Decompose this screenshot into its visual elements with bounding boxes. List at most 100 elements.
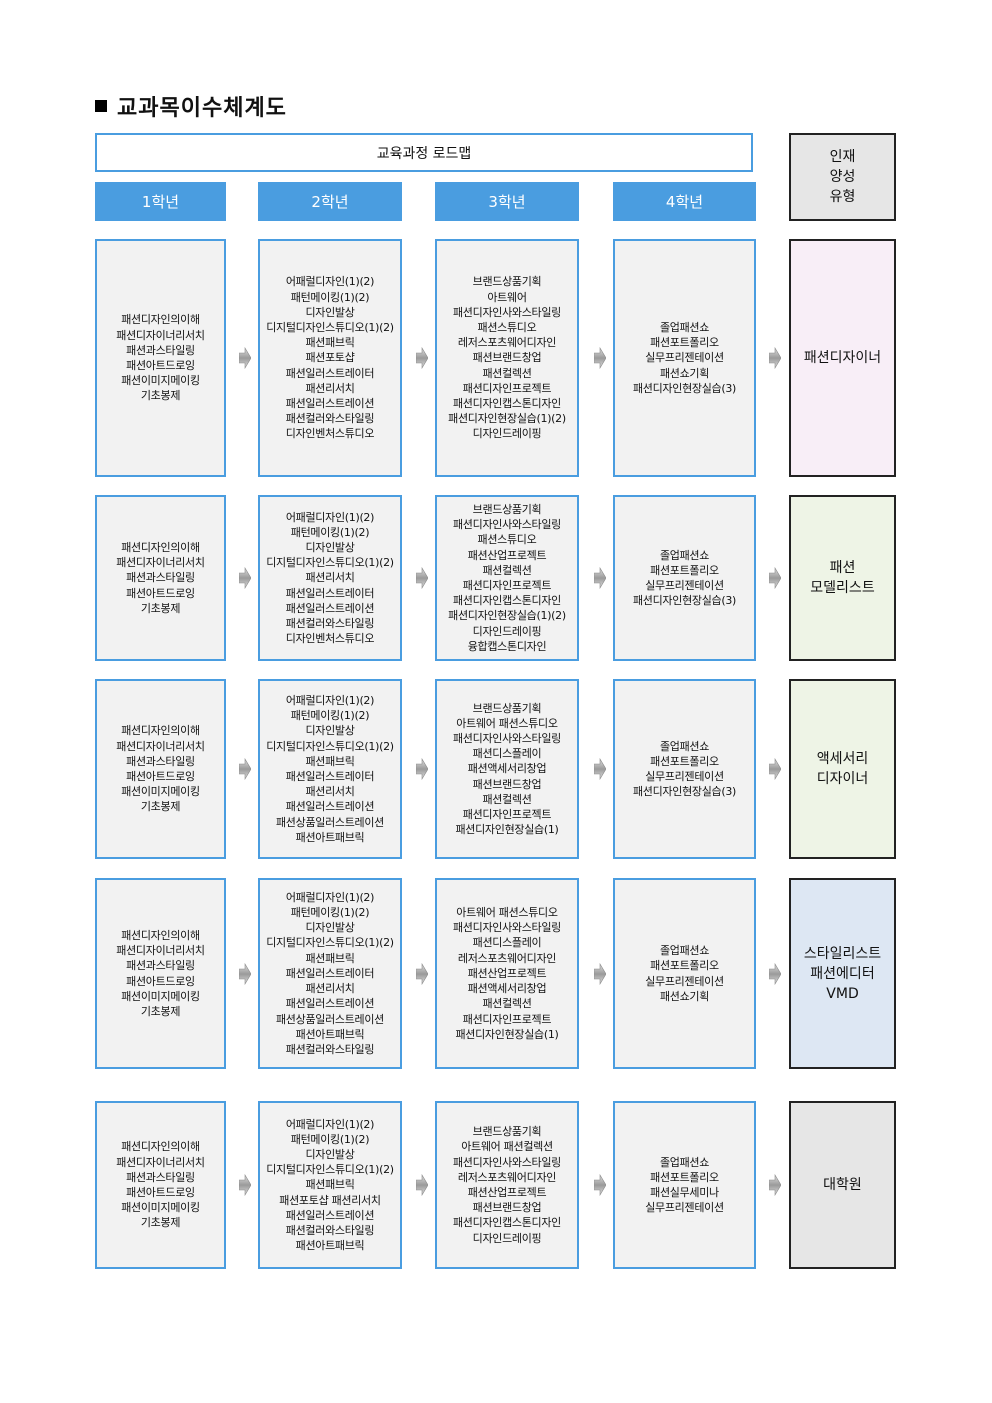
course-item: 패션포트폴리오 [650, 1170, 719, 1184]
course-item: 패턴메이킹(1)(2) [290, 1132, 370, 1146]
course-item: 레저스포츠웨어디자인 [457, 1170, 557, 1184]
course-item: 패션아트패브릭 [295, 830, 365, 844]
course-item: 디자인발상 [305, 921, 355, 935]
course-item: 디자인벤처스튜디오 [285, 427, 375, 441]
course-item: 브랜드상품기획 [472, 502, 542, 516]
course-item: 졸업패션쇼 [659, 320, 710, 334]
course-item: 패션리서치 [305, 571, 355, 585]
course-item: 패션패브릭 [305, 1178, 355, 1192]
course-item: 레저스포츠웨어디자인 [457, 336, 557, 350]
course-item: 패션디자이너리서치 [116, 328, 205, 342]
course-item: 패션디자인사와스타일링 [452, 305, 562, 319]
course-item: 패션디자이너리서치 [116, 556, 205, 570]
talent-type-box-2: 패션 모델리스트 [789, 495, 896, 661]
course-item: 아트웨어 패션컬렉션 [461, 1140, 553, 1154]
course-item: 패션컬러와스타일링 [285, 1042, 375, 1056]
page-title: 교과목이수체계도 [95, 91, 287, 121]
course-item: 패션컬렉션 [482, 997, 532, 1011]
arrow-right-icon [239, 962, 251, 985]
course-item: 패션디자인프로젝트 [462, 1012, 552, 1026]
course-item: 패션쇼기획 [659, 366, 710, 380]
course-item: 패턴메이킹(1)(2) [290, 525, 370, 539]
course-item: 패션리서치 [305, 381, 355, 395]
course-item: 패션패브릭 [305, 754, 355, 768]
course-item: 패션디자이너리서치 [116, 739, 205, 753]
course-item: 패션디자인프로젝트 [462, 381, 552, 395]
course-item: 아트웨어 패션스튜디오 [456, 716, 558, 730]
course-item: 졸업패션쇼 [659, 1155, 710, 1169]
course-item: 패션산업프로젝트 [467, 966, 547, 980]
arrow-right-icon [769, 567, 781, 589]
course-item: 패션포트폴리오 [650, 754, 719, 768]
course-item: 기초봉제 [140, 1004, 181, 1018]
course-item: 패션과스타일링 [126, 571, 195, 585]
arrow-right-icon [239, 1174, 251, 1196]
arrow-right-icon [594, 1174, 606, 1196]
arrow-right-icon [416, 567, 428, 589]
course-item: 실무프리젠테이션 [645, 351, 724, 365]
course-item: 패션일러스트레이션 [285, 1208, 375, 1222]
course-item: 패션일러스트레이터 [285, 770, 375, 783]
arrow-right-icon [416, 962, 428, 985]
course-item: 패션포토샵 [305, 351, 355, 365]
course-item: 패션디자인사와스타일링 [452, 518, 562, 532]
course-item: 패션액세서리창업 [467, 982, 547, 996]
course-item: 패션컬러와스타일링 [285, 412, 375, 426]
course-item: 패션포토샵 패션리서치 [279, 1193, 381, 1207]
course-item: 패션브랜드창업 [472, 351, 542, 365]
course-item: 패션디자인사와스타일링 [452, 1155, 562, 1169]
course-item: 기초봉제 [140, 800, 181, 814]
course-item: 패턴메이킹(1)(2) [290, 709, 370, 723]
course-item: 패션디자인현장실습(3) [632, 594, 737, 608]
course-item: 어패럴디자인(1)(2) [285, 275, 375, 289]
course-item: 패션과스타일링 [126, 959, 195, 973]
course-item: 디자인발상 [305, 540, 355, 554]
course-item: 브랜드상품기획 [472, 1125, 542, 1139]
talent-type-box-4: 스타일리스트 패션에디터 VMD [789, 878, 896, 1069]
course-item: 어패럴디자인(1)(2) [285, 890, 375, 904]
course-item: 디지털디자인스튜디오(1)(2) [266, 1163, 394, 1177]
course-item: 패션아트드로잉 [126, 974, 195, 988]
course-item: 패션디자인프로젝트 [462, 579, 552, 592]
course-item: 디자인벤처스튜디오 [285, 632, 375, 646]
course-item: 실무프리젠테이션 [645, 974, 724, 988]
course-item: 패션디자인현장실습(1) [455, 1027, 559, 1041]
arrow-right-icon [769, 1174, 781, 1196]
year-header-2: 2학년 [258, 182, 402, 221]
course-item: 패션포트폴리오 [650, 336, 719, 350]
arrow-right-icon [769, 962, 781, 985]
course-item: 패션과스타일링 [126, 754, 195, 768]
course-item: 디자인드레이핑 [472, 624, 542, 638]
roadmap-label: 교육과정 로드맵 [376, 145, 472, 162]
course-item: 패션액세서리창업 [467, 762, 547, 776]
course-item: 패션이미지메이킹 [121, 374, 200, 388]
arrow-right-icon [416, 758, 428, 780]
course-item: 패션산업프로젝트 [467, 548, 547, 562]
course-item: 기초봉제 [140, 601, 181, 615]
course-item: 패션일러스트레이션 [285, 800, 375, 814]
arrow-right-icon [416, 1174, 428, 1196]
course-item: 패션디자인프로젝트 [462, 808, 552, 821]
course-item: 패션디자인의이해 [121, 313, 200, 327]
course-item: 패션브랜드창업 [472, 777, 542, 791]
course-item: 아트웨어 패션스튜디오 [456, 906, 558, 920]
course-item: 디지털디자인스튜디오(1)(2) [266, 556, 394, 570]
course-item: 디자인발상 [305, 1147, 355, 1161]
arrow-right-icon [594, 347, 606, 369]
course-item: 패션일러스트레이션 [285, 997, 375, 1011]
course-item: 패션일러스트레이터 [285, 966, 375, 980]
course-item: 패션컬렉션 [482, 563, 532, 577]
course-item: 패션컬렉션 [482, 792, 532, 806]
course-item: 패션디자인현장실습(1)(2) [448, 609, 566, 623]
course-item: 졸업패션쇼 [659, 944, 710, 958]
